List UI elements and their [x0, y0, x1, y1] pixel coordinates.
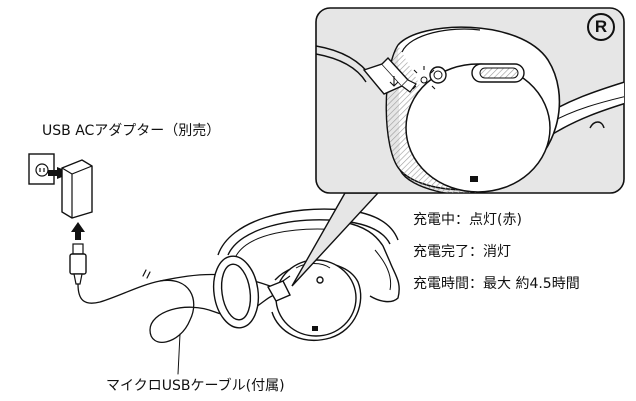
plug-in-arrow	[48, 167, 72, 179]
insert-up-arrow	[71, 222, 85, 240]
callout-detail	[316, 26, 624, 193]
status-charging: 充電中：点灯(赤)	[413, 212, 522, 228]
headphones	[212, 208, 400, 341]
usb-ac-adapter	[61, 159, 93, 219]
usb-plug	[69, 243, 87, 285]
adapter-label: USB ACアダプター（別売）	[42, 123, 221, 139]
status-charge-time: 充電時間：最大 約4.5時間	[413, 276, 580, 292]
charging-status-list: 充電中：点灯(赤) 充電完了：消灯 充電時間：最大 約4.5時間	[413, 211, 580, 307]
callout-letter-badge: R	[587, 13, 615, 41]
wall-outlet	[28, 153, 55, 185]
status-charge-complete: 充電完了：消灯	[413, 244, 511, 260]
cable-label: マイクロUSBケーブル(付属)	[106, 378, 285, 394]
